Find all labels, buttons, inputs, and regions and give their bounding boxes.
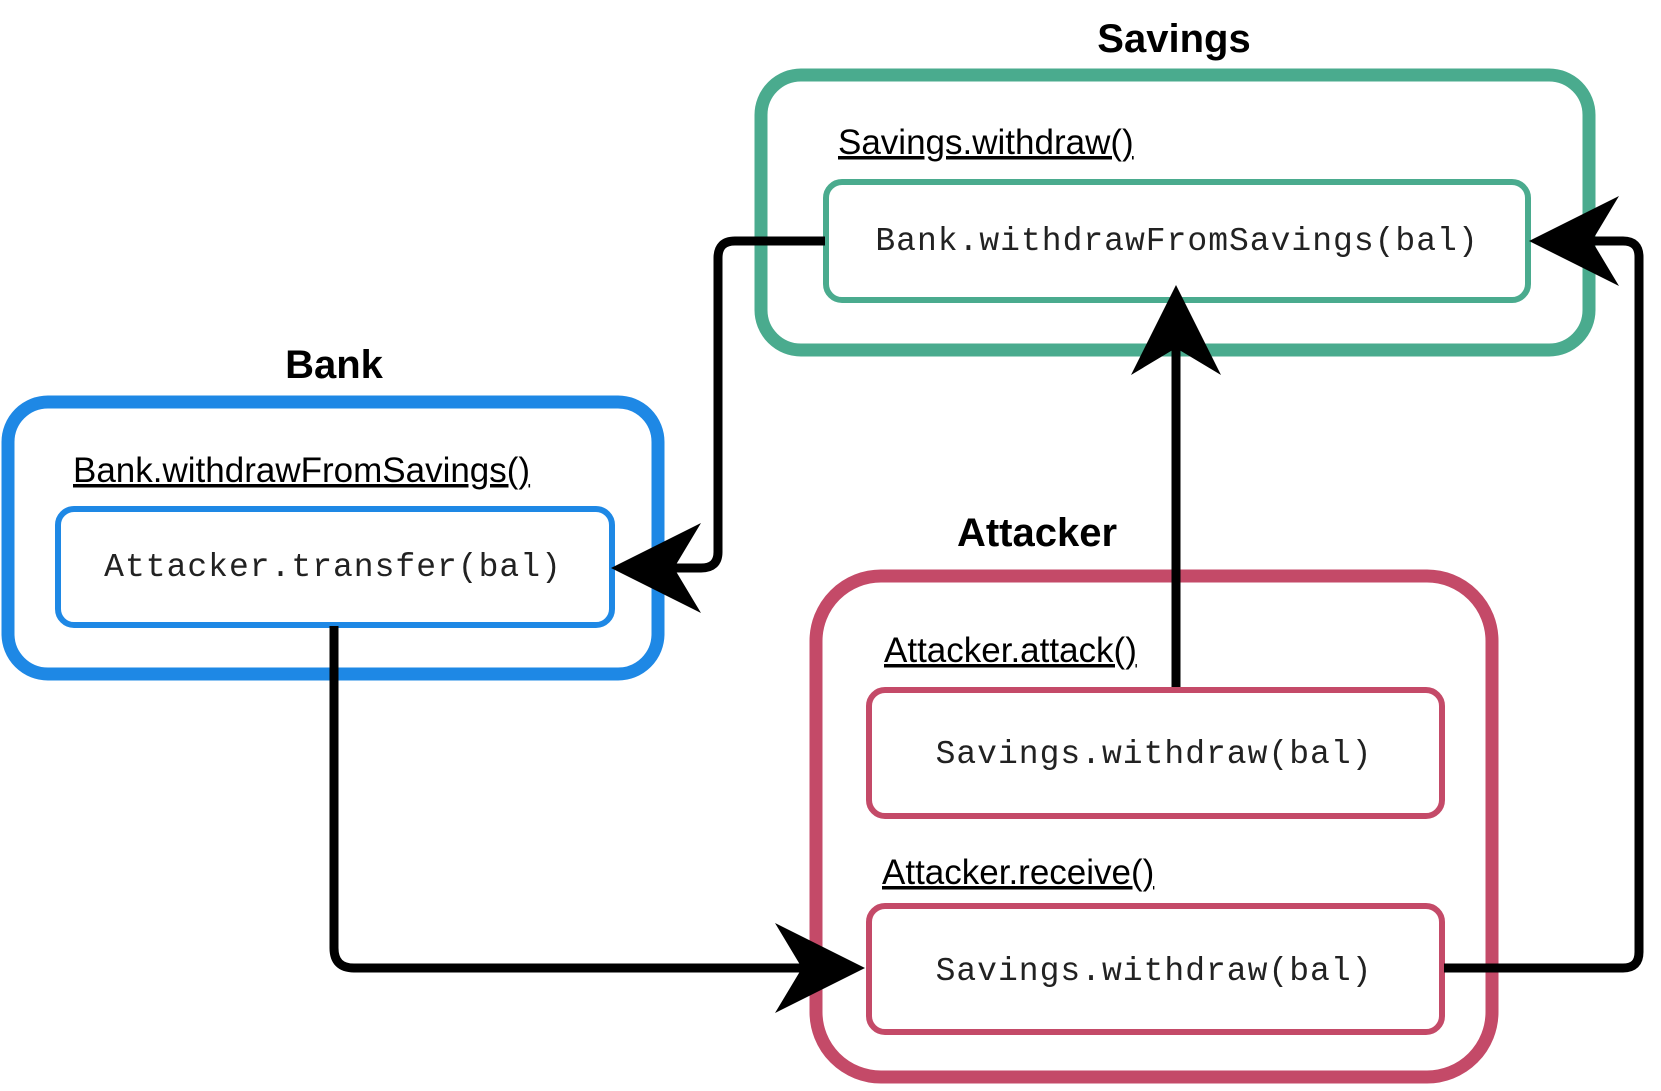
attacker-receive-label: Attacker.receive() (882, 853, 1154, 892)
attacker-attack-call-text: Savings.withdraw(bal) (936, 736, 1373, 773)
savings-withdraw-call-text: Bank.withdrawFromSavings(bal) (875, 223, 1478, 260)
arrow-receive-to-savings (1444, 196, 1644, 973)
bank-withdraw-from-savings-label: Bank.withdrawFromSavings() (73, 451, 530, 490)
attacker-title: Attacker (957, 511, 1117, 555)
attacker-attack-call-box (866, 687, 1445, 819)
attacker-attack-label: Attacker.attack() (884, 631, 1137, 670)
attacker-receive-call-text: Savings.withdraw(bal) (936, 953, 1373, 990)
savings-title: Savings (1097, 17, 1250, 61)
bank-title: Bank (285, 343, 384, 387)
attacker-group: Attacker Attacker.attack() Savings.withd… (809, 511, 1499, 1084)
savings-group: Savings Savings.withdraw() Bank.withdraw… (754, 17, 1596, 357)
arrow-savings-to-bank (611, 236, 825, 613)
savings-withdraw-label: Savings.withdraw() (838, 123, 1134, 162)
bank-group: Bank Bank.withdrawFromSavings() Attacker… (1, 343, 665, 681)
arrow-bank-to-attacker-receive (329, 626, 865, 1013)
attacker-receive-call-box (866, 903, 1445, 1035)
bank-transfer-call-text: Attacker.transfer(bal) (104, 549, 562, 586)
arrows (329, 196, 1644, 1013)
